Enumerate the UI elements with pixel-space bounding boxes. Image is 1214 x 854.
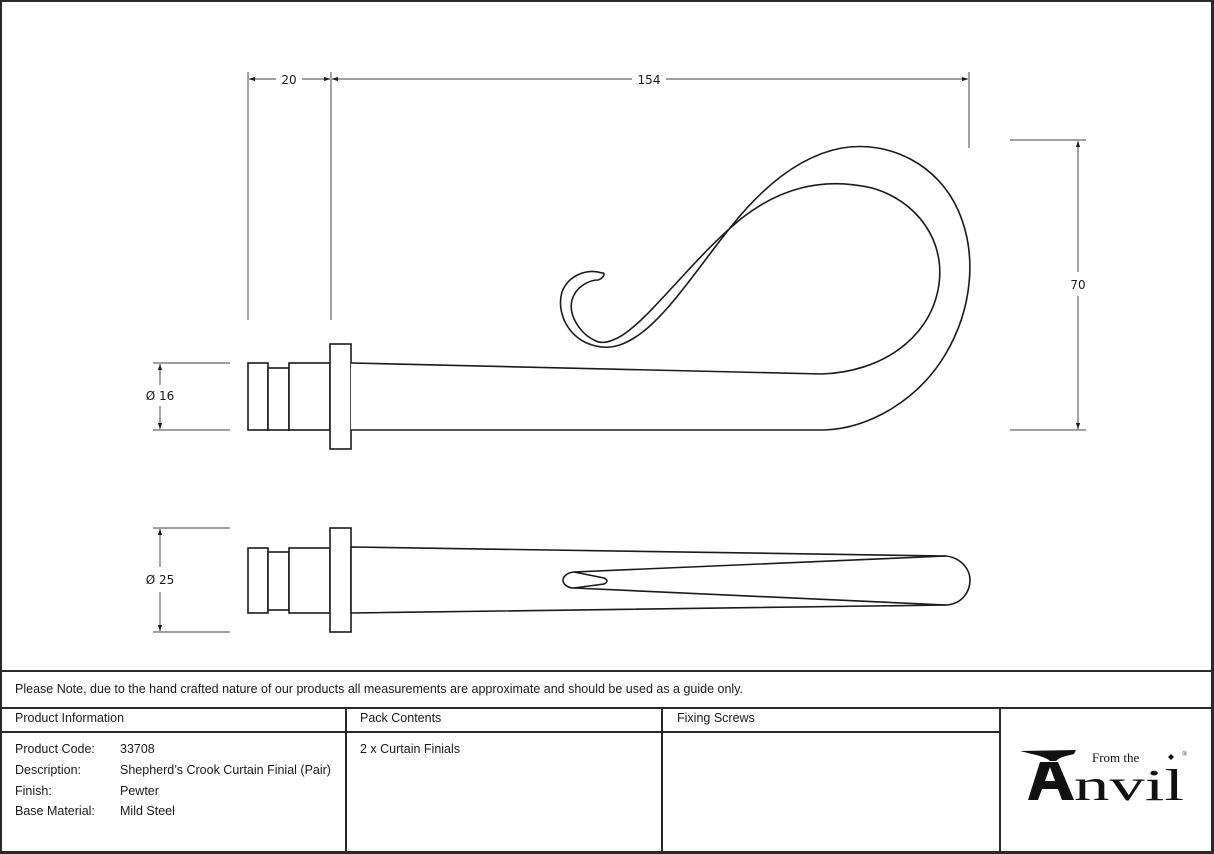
finish-label: Finish: (15, 784, 52, 798)
logo-big-text: nvil (1074, 761, 1184, 807)
product-code-label: Product Code: (15, 742, 95, 756)
title-block: Please Note, due to the hand crafted nat… (0, 670, 1214, 854)
finial-top-view (247, 527, 971, 633)
finish-value: Pewter (120, 784, 159, 798)
dimension-diameter-16 (153, 362, 230, 431)
dimension-diameter-16-label: Ø 16 (146, 389, 175, 403)
dimension-20-label: 20 (281, 73, 296, 87)
description-value: Shepherd’s Crook Curtain Finial (Pair) (120, 763, 331, 777)
dimension-70-label: 70 (1070, 278, 1085, 292)
pack-contents-item: 2 x Curtain Finials (360, 742, 461, 756)
divider (999, 707, 1001, 854)
divider (0, 731, 1000, 733)
divider (345, 707, 347, 854)
disclaimer-note: Please Note, due to the hand crafted nat… (15, 682, 744, 696)
divider (661, 707, 663, 854)
technical-drawing: 20 154 70 Ø 16 Ø 25 (146, 72, 1086, 633)
base-material-label: Base Material: (15, 804, 95, 818)
description-label: Description: (15, 763, 81, 777)
fixing-screws-header: Fixing Screws (677, 711, 755, 725)
dimension-diameter-25-label: Ø 25 (146, 573, 175, 587)
from-the-anvil-logo: From the nvil ® (1020, 750, 1188, 807)
anvil-icon (1020, 750, 1076, 800)
product-code-value: 33708 (120, 742, 155, 756)
logo-small-text: From the (1092, 750, 1140, 765)
product-information-header: Product Information (15, 711, 125, 725)
dimension-top (247, 72, 970, 320)
diamond-icon (1168, 754, 1174, 760)
finial-side-view (247, 145, 971, 450)
dimension-154-label: 154 (638, 73, 661, 87)
divider (0, 670, 1214, 672)
dimension-diameter-25 (153, 527, 230, 633)
base-material-value: Mild Steel (120, 804, 175, 818)
registered-mark: ® (1182, 750, 1188, 758)
pack-contents-header: Pack Contents (360, 711, 442, 725)
dimension-height (1010, 139, 1086, 431)
divider (0, 707, 1214, 709)
